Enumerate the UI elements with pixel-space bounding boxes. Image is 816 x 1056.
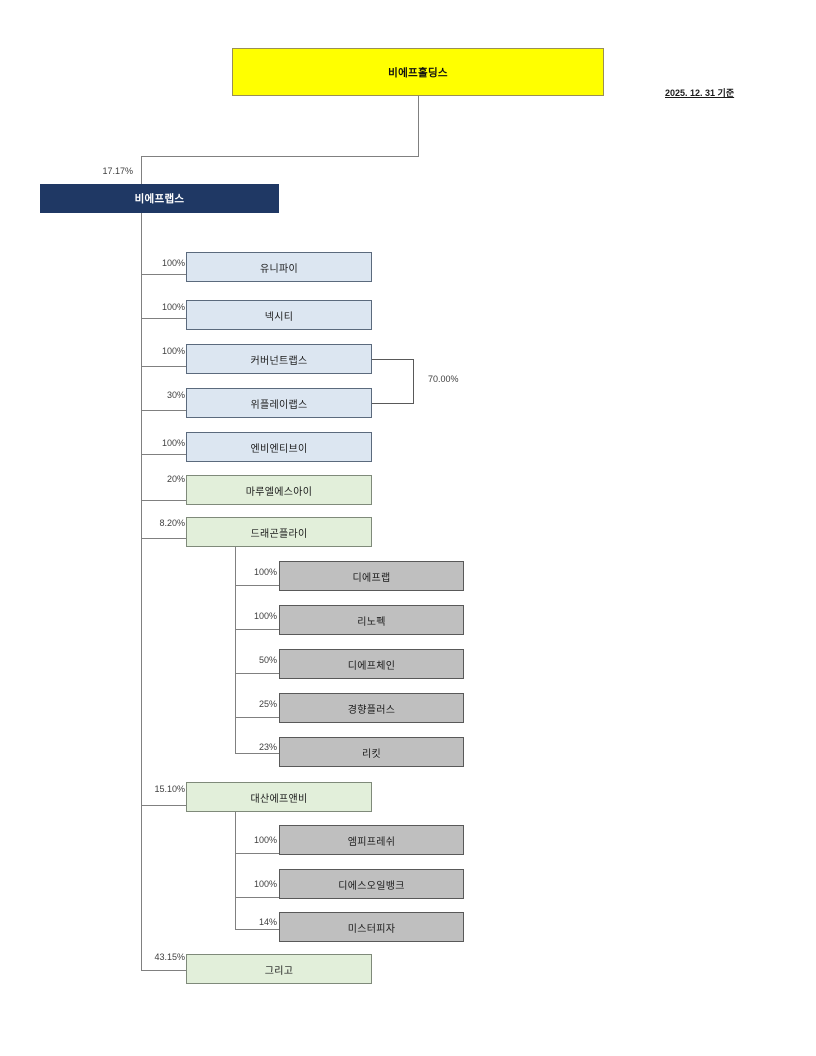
connector-sub-1 bbox=[141, 318, 187, 319]
node-daesan-fnb[interactable]: 대산에프앤비 bbox=[186, 782, 372, 812]
node-kyunghyang-plus[interactable]: 경향플러스 bbox=[279, 693, 464, 723]
connector-sub-4 bbox=[141, 454, 187, 455]
node-rinopec[interactable]: 리노펙 bbox=[279, 605, 464, 635]
joint-bracket-side bbox=[413, 359, 414, 403]
daesan-trunk-line bbox=[235, 812, 236, 929]
pct-df-2: 50% bbox=[258, 655, 277, 665]
node-mr-pizza[interactable]: 미스터피자 bbox=[279, 912, 464, 942]
connector-ds-1 bbox=[235, 897, 280, 898]
dragonfly-trunk-line bbox=[235, 547, 236, 753]
node-mp-fresh[interactable]: 엠피프레쉬 bbox=[279, 825, 464, 855]
pct-level1: 17.17% bbox=[102, 166, 133, 176]
node-unify[interactable]: 유니파이 bbox=[186, 252, 372, 282]
connector-df-4 bbox=[235, 753, 280, 754]
connector-root-horizontal bbox=[141, 156, 419, 157]
node-ds-oilbank[interactable]: 디에스오일뱅크 bbox=[279, 869, 464, 899]
connector-df-2 bbox=[235, 673, 280, 674]
node-root[interactable]: 비에프홀딩스 bbox=[232, 48, 604, 96]
main-trunk-line bbox=[141, 213, 142, 970]
pct-last: 43.15% bbox=[154, 952, 185, 962]
node-likit[interactable]: 리킷 bbox=[279, 737, 464, 767]
pct-sub-0: 100% bbox=[161, 258, 185, 268]
joint-bracket-top bbox=[372, 359, 414, 360]
connector-sub-2 bbox=[141, 366, 187, 367]
pct-ds-2: 14% bbox=[258, 917, 277, 927]
connector-daesan bbox=[141, 805, 187, 806]
pct-ds-0: 100% bbox=[253, 835, 277, 845]
connector-level1-drop bbox=[141, 156, 142, 184]
connector-df-0 bbox=[235, 585, 280, 586]
pct-sub-4: 100% bbox=[161, 438, 185, 448]
pct-df-3: 25% bbox=[258, 699, 277, 709]
pct-daesan: 15.10% bbox=[154, 784, 185, 794]
node-df-lab[interactable]: 디에프랩 bbox=[279, 561, 464, 591]
pct-ds-1: 100% bbox=[253, 879, 277, 889]
connector-df-3 bbox=[235, 717, 280, 718]
connector-sub-0 bbox=[141, 274, 187, 275]
pct-df-0: 100% bbox=[253, 567, 277, 577]
pct-df-1: 100% bbox=[253, 611, 277, 621]
node-geurigo[interactable]: 그리고 bbox=[186, 954, 372, 984]
date-note: 2025. 12. 31 기준 bbox=[665, 88, 735, 98]
pct-sub-3: 30% bbox=[166, 390, 185, 400]
pct-sub-5: 20% bbox=[166, 474, 185, 484]
node-weplay-labs[interactable]: 위플레이랩스 bbox=[186, 388, 372, 418]
connector-sub-5 bbox=[141, 500, 187, 501]
connector-ds-0 bbox=[235, 853, 280, 854]
connector-sub-3 bbox=[141, 410, 187, 411]
connector-df-1 bbox=[235, 629, 280, 630]
node-df-chain[interactable]: 디에프체인 bbox=[279, 649, 464, 679]
pct-sub-6: 8.20% bbox=[159, 518, 185, 528]
node-covenant-labs[interactable]: 커버넌트랩스 bbox=[186, 344, 372, 374]
pct-sub-2: 100% bbox=[161, 346, 185, 356]
node-nbntv[interactable]: 엔비엔티브이 bbox=[186, 432, 372, 462]
node-nexity[interactable]: 넥시티 bbox=[186, 300, 372, 330]
connector-ds-2 bbox=[235, 929, 280, 930]
pct-sub-1: 100% bbox=[161, 302, 185, 312]
pct-df-4: 23% bbox=[258, 742, 277, 752]
joint-bracket-bottom bbox=[372, 403, 414, 404]
node-bf-labs[interactable]: 비에프랩스 bbox=[40, 184, 279, 213]
connector-sub-6 bbox=[141, 538, 187, 539]
node-maru-lsi[interactable]: 마루엘에스아이 bbox=[186, 475, 372, 505]
node-dragonfly[interactable]: 드래곤플라이 bbox=[186, 517, 372, 547]
connector-root-vertical bbox=[418, 96, 419, 156]
connector-last bbox=[141, 970, 187, 971]
pct-joint-70: 70.00% bbox=[428, 374, 459, 384]
